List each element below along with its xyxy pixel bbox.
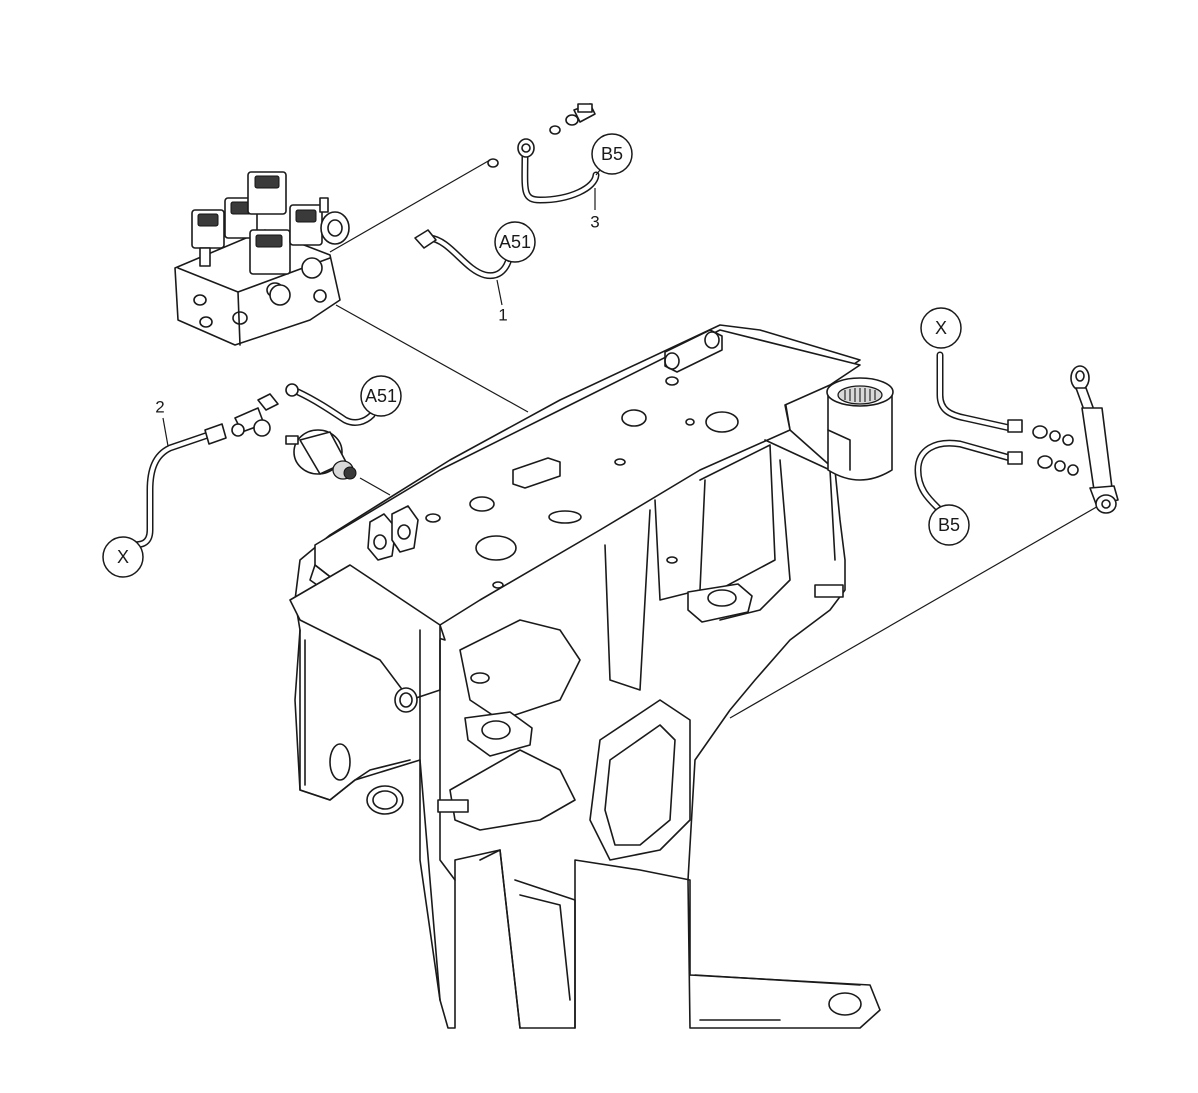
svg-text:X: X	[935, 318, 947, 338]
svg-text:B5: B5	[601, 144, 623, 164]
right-hose-b5	[914, 439, 1079, 514]
svg-text:A51: A51	[499, 232, 531, 252]
hose-3	[487, 103, 600, 204]
hose-1	[414, 229, 516, 280]
leader-cylinder-to-frame	[729, 504, 1101, 719]
pressure-switch	[285, 429, 357, 480]
leader-valve-to-frame	[335, 304, 529, 413]
item-number-3: 3	[590, 188, 600, 232]
svg-text:2: 2	[155, 398, 164, 417]
item-number-2: 2	[155, 398, 169, 447]
callout-a51-top: A51	[494, 221, 536, 263]
callout-b5-right: B5	[928, 504, 970, 546]
svg-text:3: 3	[590, 213, 599, 232]
solenoid-valve-block	[174, 171, 350, 346]
leader-valve-to-fitting	[329, 159, 491, 253]
svg-text:1: 1	[498, 306, 507, 325]
svg-text:A51: A51	[365, 386, 397, 406]
callout-x-left: X	[102, 536, 144, 578]
right-hose-x	[936, 351, 1074, 446]
leader-pressure-switch	[359, 477, 391, 496]
main-frame	[289, 324, 894, 1029]
hose-2	[126, 383, 376, 549]
svg-text:X: X	[117, 547, 129, 567]
callout-x-right: X	[920, 307, 962, 349]
hydraulic-cylinder	[1070, 365, 1119, 514]
callout-b5-top: B5	[591, 133, 633, 176]
callout-a51-left: A51	[360, 375, 402, 417]
item-number-1: 1	[496, 279, 508, 325]
svg-text:B5: B5	[938, 515, 960, 535]
